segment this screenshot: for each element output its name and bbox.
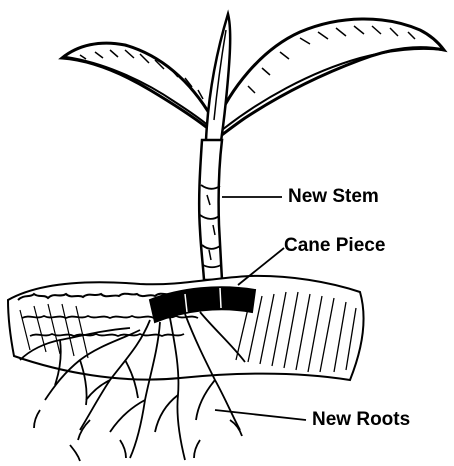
new-stem: [199, 140, 222, 280]
right-leaf: [215, 19, 444, 140]
leader-new-roots: [215, 410, 306, 420]
label-new-stem: New Stem: [288, 187, 379, 206]
label-cane-piece: Cane Piece: [284, 236, 385, 255]
label-new-roots: New Roots: [312, 410, 410, 429]
left-leaf: [62, 43, 212, 130]
